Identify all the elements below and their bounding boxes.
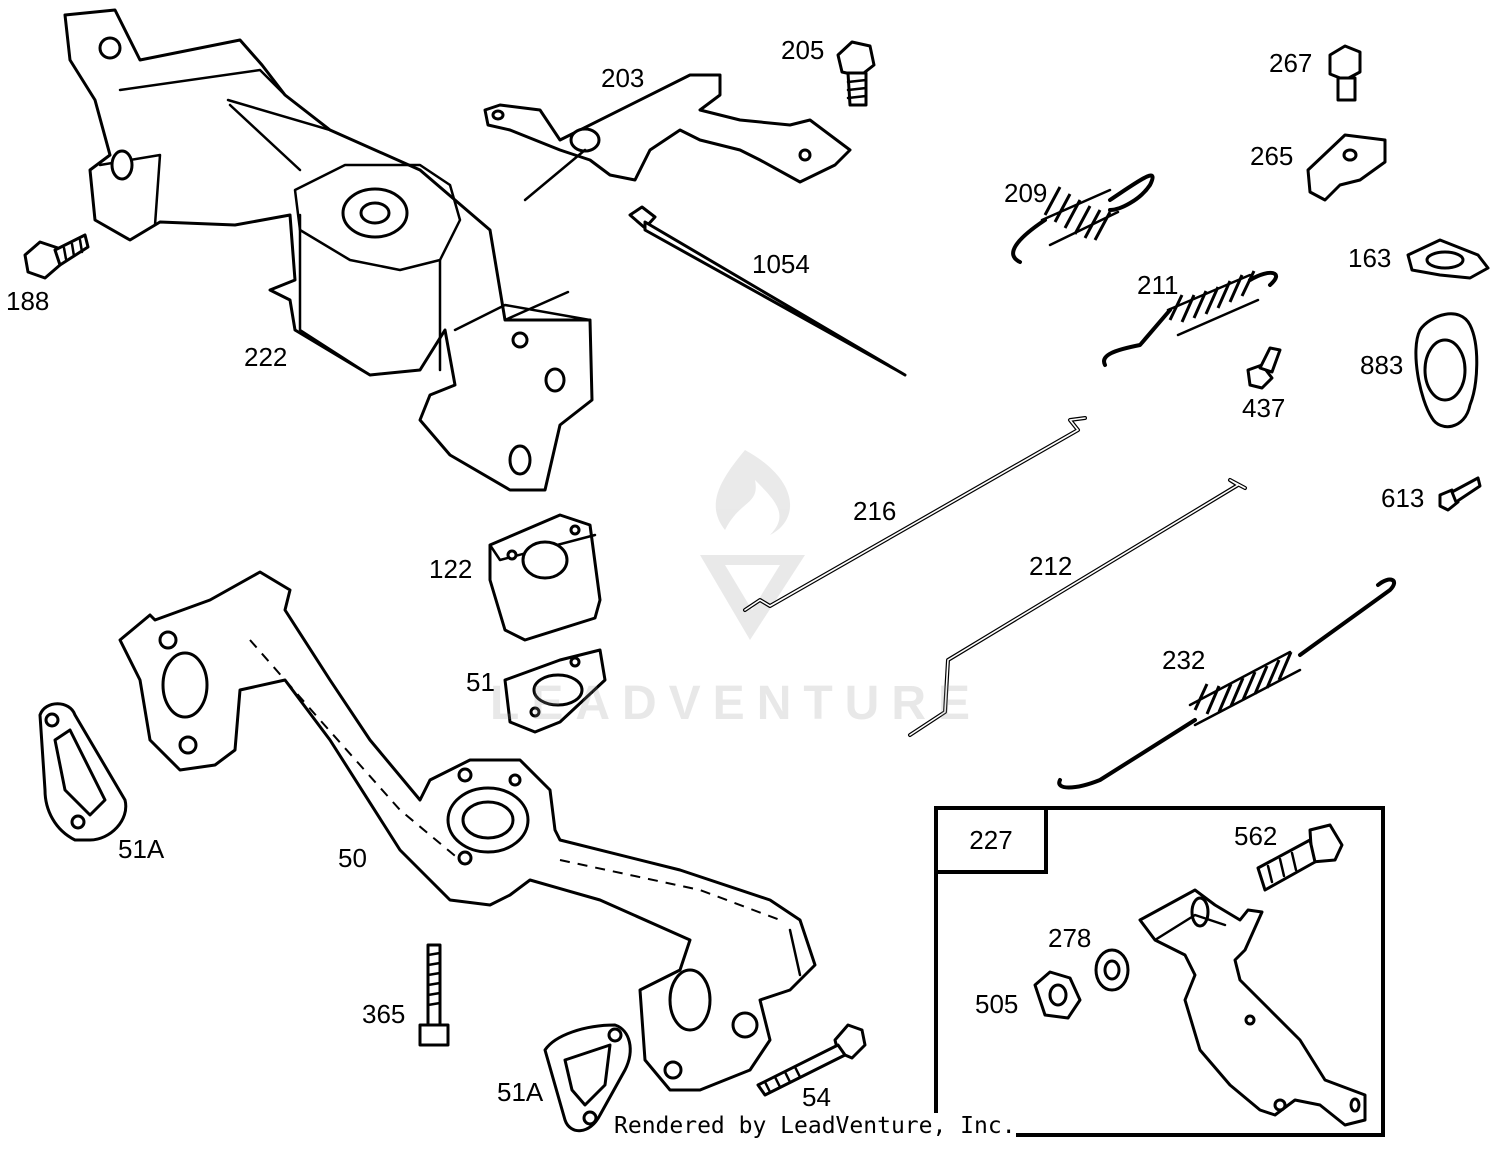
part-265-clip [1306, 133, 1387, 202]
part-211-spring [1102, 270, 1279, 367]
part-54-bolt [756, 1023, 867, 1097]
part-188-bolt [23, 233, 90, 280]
part-203-lever-bracket [483, 73, 852, 202]
part-212-link-rod [908, 478, 1247, 737]
part-163-gasket [1406, 238, 1490, 280]
kit-227-label: 227 [934, 806, 1048, 874]
part-613-screw [1438, 476, 1482, 512]
callout-51[interactable]: 51 [466, 667, 495, 697]
callout-54[interactable]: 54 [802, 1082, 831, 1112]
part-122-spacer [488, 513, 602, 642]
callout-883[interactable]: 883 [1360, 350, 1404, 380]
part-222-governor-bracket [63, 8, 594, 492]
callout-163[interactable]: 163 [1348, 243, 1392, 273]
callout-212[interactable]: 212 [1029, 551, 1073, 581]
watermark-text: LEADVENTURE [490, 677, 983, 730]
kit-227-box [934, 806, 1385, 1137]
callout-211[interactable]: 211 [1137, 270, 1179, 300]
callout-265[interactable]: 265 [1250, 141, 1294, 171]
callout-437[interactable]: 437 [1242, 393, 1286, 423]
callout-51A-left[interactable]: 51A [118, 834, 165, 864]
callout-216[interactable]: 216 [853, 496, 897, 526]
callout-50[interactable]: 50 [338, 843, 367, 873]
render-credit: Rendered by LeadVenture, Inc. [614, 1113, 1016, 1139]
callout-188[interactable]: 188 [6, 286, 50, 316]
part-205-bolt [836, 40, 876, 107]
part-51A-gasket-left [38, 702, 128, 842]
callout-267[interactable]: 267 [1269, 48, 1313, 78]
part-505-nut [1033, 970, 1082, 1020]
callout-51A-bottom[interactable]: 51A [497, 1077, 544, 1107]
callout-505[interactable]: 505 [975, 989, 1019, 1019]
callout-562[interactable]: 562 [1234, 821, 1278, 851]
part-50-intake-manifold [118, 570, 817, 1092]
part-1054-cable-tie [628, 205, 907, 377]
part-51-gasket [503, 648, 607, 734]
callout-278[interactable]: 278 [1048, 923, 1092, 953]
part-437-screw [1246, 346, 1282, 390]
callout-209[interactable]: 209 [1004, 178, 1048, 208]
part-278-washer [1094, 948, 1130, 992]
part-562-bolt [1256, 823, 1344, 892]
callout-232[interactable]: 232 [1162, 645, 1206, 675]
callout-205[interactable]: 205 [781, 35, 825, 65]
part-232-spring [1057, 577, 1397, 790]
callout-203[interactable]: 203 [601, 63, 645, 93]
callout-122[interactable]: 122 [429, 554, 473, 584]
part-883-gasket [1414, 312, 1479, 429]
callout-613[interactable]: 613 [1381, 483, 1425, 513]
part-216-link-rod [743, 416, 1087, 612]
callout-1054[interactable]: 1054 [752, 249, 810, 279]
part-209-spring [1011, 173, 1155, 264]
part-365-stud [418, 943, 450, 1047]
part-267-bolt [1328, 44, 1362, 102]
callout-222[interactable]: 222 [244, 342, 288, 372]
part-227-kit-lever [1138, 888, 1367, 1127]
callout-365[interactable]: 365 [362, 999, 406, 1029]
part-51A-gasket-bottom [543, 1023, 632, 1133]
watermark-logo [700, 450, 805, 640]
